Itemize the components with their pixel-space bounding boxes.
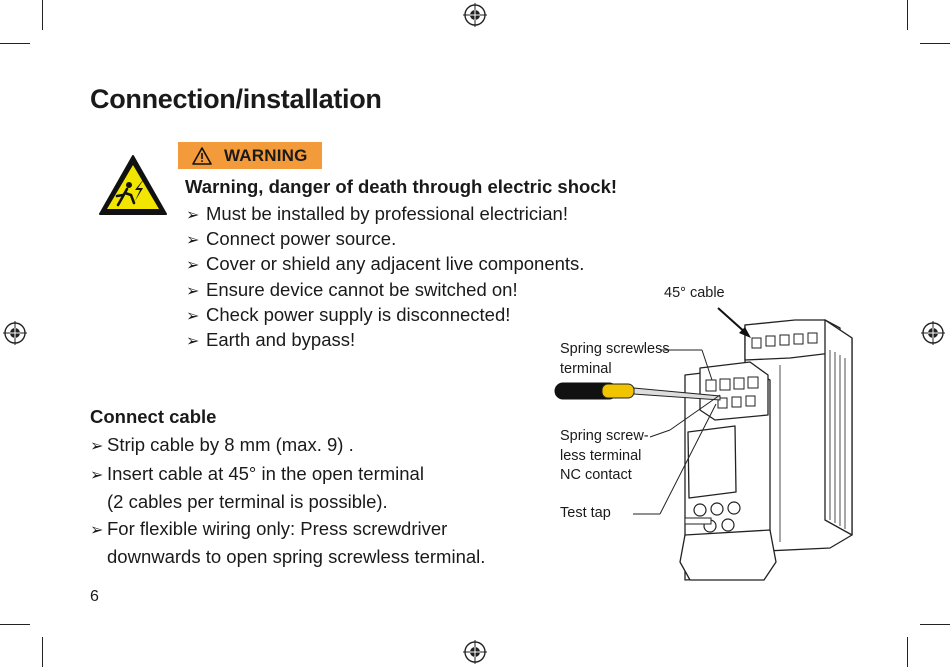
- callout-45-cable: 45° cable: [664, 285, 725, 301]
- crop-mark: [42, 0, 43, 30]
- registration-mark-icon: [3, 321, 27, 345]
- page-title: Connection/installation: [90, 84, 382, 114]
- arrow-bullet-icon: ➢: [186, 232, 200, 250]
- test-tap: [684, 517, 712, 525]
- list-item: ➢Insert cable at 45° in the open termina…: [90, 461, 485, 490]
- warning-label: WARNING: [224, 145, 308, 165]
- list-item: ➢Cover or shield any adjacent live compo…: [186, 251, 584, 276]
- arrow-bullet-icon: ➢: [90, 466, 104, 484]
- display-window: [687, 425, 737, 499]
- list-item: ➢Must be installed by professional elect…: [186, 201, 584, 226]
- list-item: ➢Connect power source.: [186, 226, 584, 251]
- crop-mark: [0, 624, 30, 625]
- callout-spring-terminal-line2: terminal: [560, 360, 612, 377]
- arrow-bullet-icon: ➢: [186, 207, 200, 224]
- arrow-bullet-icon: ➢: [186, 332, 200, 350]
- callout-test-tap: Test tap: [560, 505, 611, 521]
- warning-list: ➢Must be installed by professional elect…: [186, 201, 584, 352]
- section-heading: Connect cable: [90, 406, 217, 427]
- warning-triangle-icon: [192, 146, 212, 165]
- registration-mark-icon: [463, 640, 487, 664]
- crop-mark: [0, 43, 30, 44]
- callout-spring-terminal-line1: Spring screwless: [560, 341, 670, 357]
- din-rail-device-illustration: [554, 307, 853, 581]
- crop-mark: [907, 637, 908, 667]
- crop-mark: [907, 0, 908, 30]
- warning-banner: WARNING: [178, 142, 322, 169]
- crop-mark: [42, 637, 43, 667]
- list-item: ➢Check power supply is disconnected!: [186, 302, 584, 327]
- callout-nc-line3: NC contact: [560, 467, 632, 483]
- callout-nc-line1: Spring screw-: [560, 428, 649, 444]
- crop-mark: [920, 43, 950, 44]
- connect-cable-steps: ➢Strip cable by 8 mm (max. 9) . ➢Insert …: [90, 432, 485, 571]
- crop-mark: [920, 624, 950, 625]
- registration-mark-icon: [921, 321, 945, 345]
- list-item: ➢Ensure device cannot be switched on!: [186, 277, 584, 302]
- cable-arrow-icon: [717, 307, 751, 338]
- arrow-bullet-icon: ➢: [186, 282, 200, 300]
- arrow-bullet-icon: ➢: [90, 438, 104, 455]
- arrow-bullet-icon: ➢: [186, 257, 200, 275]
- warning-heading: Warning, danger of death through electri…: [185, 176, 618, 197]
- list-item-continuation: (2 cables per terminal is possible).: [107, 491, 388, 512]
- registration-mark-icon: [463, 3, 487, 27]
- callout-nc-line2: less terminal: [560, 447, 642, 464]
- arrow-bullet-icon: ➢: [186, 307, 200, 325]
- list-item: ➢Earth and bypass!: [186, 327, 584, 352]
- list-item-continuation: downwards to open spring screwless termi…: [107, 546, 486, 567]
- page-number: 6: [90, 588, 99, 605]
- list-item: ➢For flexible wiring only: Press screwdr…: [90, 516, 485, 545]
- arrow-bullet-icon: ➢: [90, 521, 104, 539]
- screwdriver-icon: [554, 382, 721, 401]
- list-item: ➢Strip cable by 8 mm (max. 9) .: [90, 432, 485, 461]
- electric-shock-warning-sign-icon: [99, 155, 167, 215]
